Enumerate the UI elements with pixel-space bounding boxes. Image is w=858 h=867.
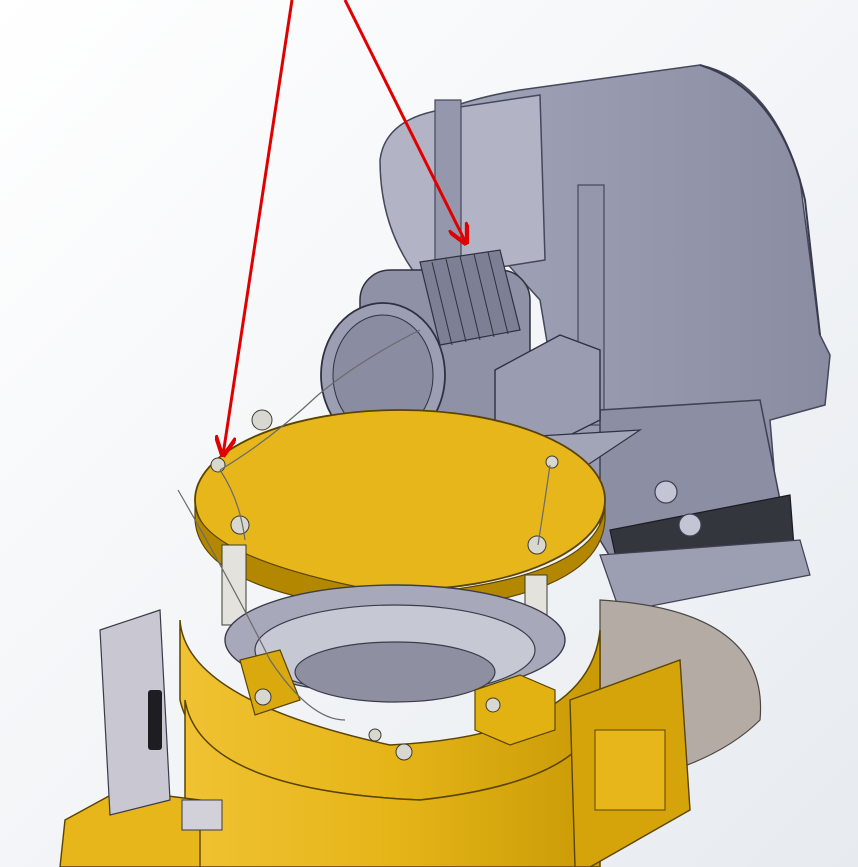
arrow-to-plate-bolt-icon [223, 0, 294, 455]
top-mounting-plate [194, 409, 606, 613]
annotation-arrows [223, 0, 466, 455]
blower-housing [379, 64, 831, 781]
rotary-bearing-assembly [224, 584, 566, 703]
main-housing [59, 609, 691, 867]
grounding-cables [177, 329, 551, 721]
arrow-to-motor-terminal-icon [343, 0, 466, 243]
